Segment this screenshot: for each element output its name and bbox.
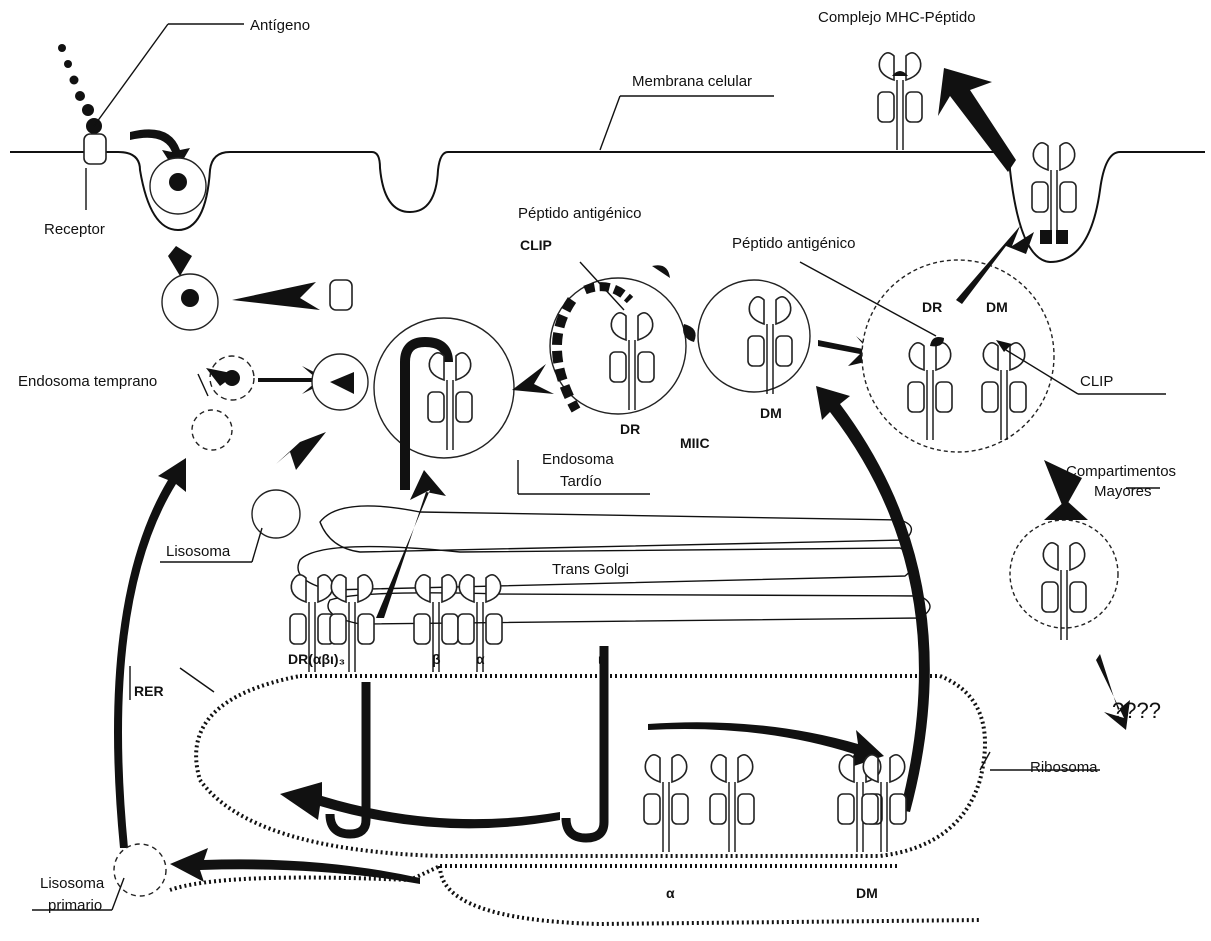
mhc-peptide-complex xyxy=(878,53,922,150)
lysosome xyxy=(252,490,300,538)
label-endosoma-temprano: Endosoma temprano xyxy=(18,373,157,390)
label-clip-2: CLIP xyxy=(1080,373,1113,390)
label-miic: MIIC xyxy=(680,435,710,451)
late-endosome xyxy=(374,318,514,458)
label-unknown: ???? xyxy=(1112,698,1161,723)
major-compartments xyxy=(1010,520,1118,628)
label-endosoma-tardio-2: Tardío xyxy=(560,473,602,490)
label-peptido-2: Péptido antigénico xyxy=(732,235,855,252)
label-membrana: Membrana celular xyxy=(632,73,752,90)
label-peptido-1: Péptido antigénico xyxy=(518,205,641,222)
label-iota: ι xyxy=(598,651,602,667)
label-dm-1: DM xyxy=(986,299,1008,315)
receptor-icon xyxy=(84,134,106,164)
label-endosoma-tardio-1: Endosoma xyxy=(542,451,614,468)
label-dr-complex: DR(αβι)₃ xyxy=(288,651,345,667)
antigen-dots xyxy=(58,44,102,134)
label-dr-1: DR xyxy=(922,299,942,315)
label-alpha-bottom: α xyxy=(666,885,675,901)
label-compartimentos-2: Mayores xyxy=(1094,483,1152,500)
label-beta: β xyxy=(432,651,441,667)
label-clip-1: CLIP xyxy=(520,237,552,253)
label-dm-bottom: DM xyxy=(856,885,878,901)
label-trans-golgi: Trans Golgi xyxy=(552,561,629,578)
label-compartimentos-1: Compartimentos xyxy=(1066,463,1176,480)
recycled-receptor xyxy=(330,280,352,310)
label-dr-2: DR xyxy=(620,421,640,437)
label-antigeno: Antígeno xyxy=(250,17,310,34)
label-lisosoma-primario-1: Lisosoma xyxy=(40,875,105,892)
label-complejo: Complejo MHC-Péptido xyxy=(818,9,976,26)
primary-lysosome xyxy=(114,844,166,896)
label-rer: RER xyxy=(134,683,164,699)
label-lisosoma: Lisosoma xyxy=(166,543,231,560)
label-ribosoma: Ribosoma xyxy=(1030,759,1098,776)
label-alpha: α xyxy=(476,651,485,667)
surface-mhc-in-pit xyxy=(1032,143,1076,244)
label-dm-2: DM xyxy=(760,405,782,421)
label-lisosoma-primario-2: primario xyxy=(48,897,102,914)
label-receptor: Receptor xyxy=(44,221,105,238)
